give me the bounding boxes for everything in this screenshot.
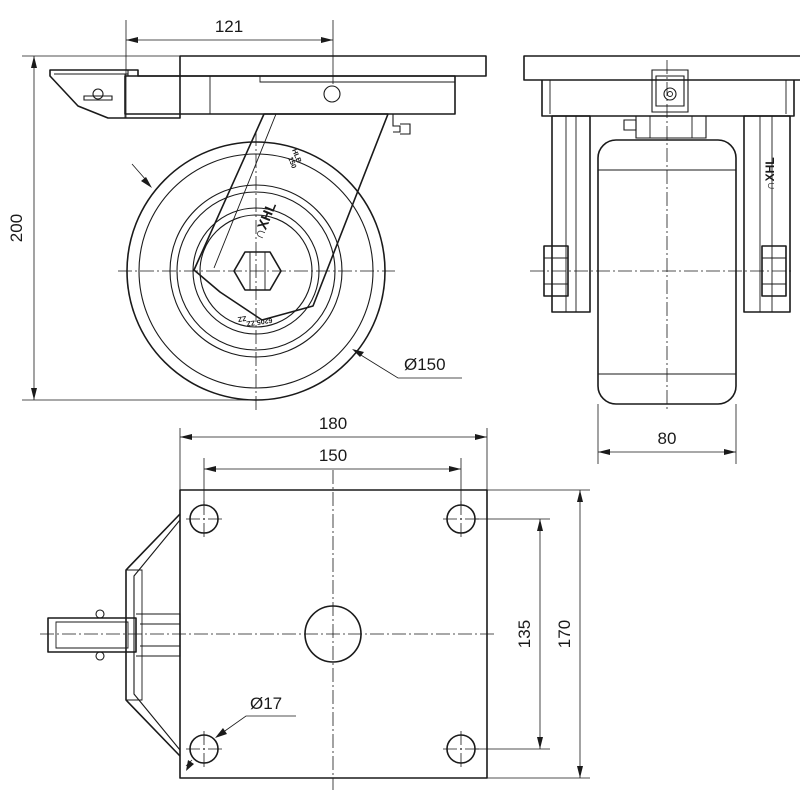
dim-wheel-diameter: Ø150	[404, 355, 446, 374]
fork-marking-1: HLB	[290, 148, 302, 164]
wheel-rim-marking: 6205 ZZ	[245, 316, 273, 327]
dim-swivel-offset: 121	[215, 17, 243, 36]
dim-hole-spacing-x: 150	[319, 446, 347, 465]
fork-marking-2: 150	[286, 156, 297, 170]
dim-wheel-width: 80	[658, 429, 677, 448]
dim-plate-width: 180	[319, 414, 347, 433]
front-fork-brand-marking: ∩XHL	[763, 157, 777, 190]
dim-hole-spacing-y: 135	[515, 620, 534, 648]
dim-overall-height: 200	[7, 214, 26, 242]
side-brake-lever	[49, 69, 181, 119]
top-lock-arm	[125, 513, 181, 757]
fork-brand-marking: ∩XHL	[250, 199, 279, 241]
front-top-plate	[523, 55, 800, 81]
dim-hole-diameter: Ø17	[250, 694, 282, 713]
side-fork-leg	[193, 113, 389, 321]
front-brake-block	[651, 69, 689, 113]
front-axle-nut-left	[543, 245, 569, 297]
wheel-hub-marking: ZZ	[237, 314, 247, 322]
side-grease-hole	[323, 85, 341, 103]
front-axle-nut-right	[761, 245, 787, 297]
side-view: HLB 150 ∩XHL 6205 ZZ ZZ 121 200 Ø150	[7, 17, 487, 410]
top-view: 180 150 135 170 Ø17	[40, 414, 590, 790]
top-brake-pedal	[47, 617, 137, 653]
dim-plate-depth: 170	[555, 620, 574, 648]
front-view: ∩XHL 80	[523, 55, 800, 464]
front-fork-right	[743, 115, 791, 313]
front-fork-left	[551, 115, 591, 313]
